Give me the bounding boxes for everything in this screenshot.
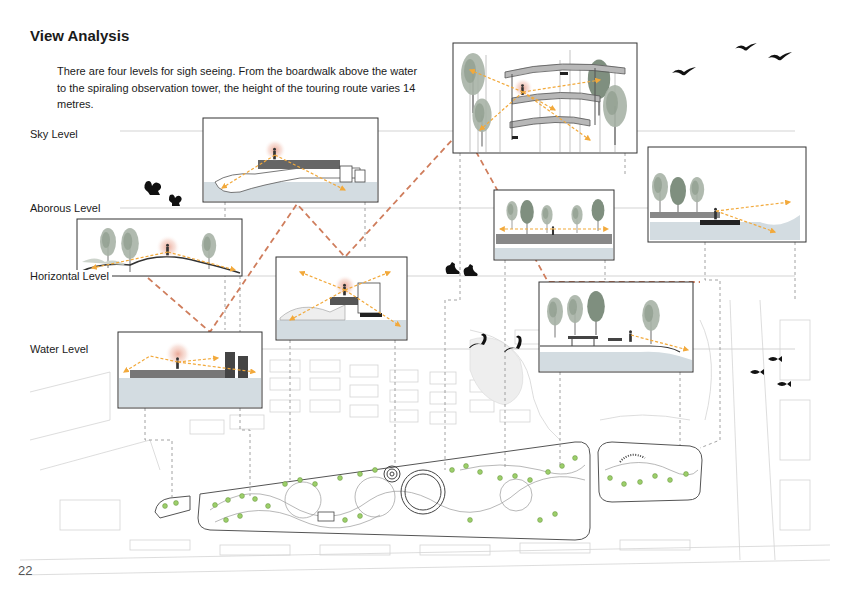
level-label: Water Level: [30, 343, 91, 356]
page-number: 22: [18, 563, 32, 578]
level-label: Horizontal Level: [30, 270, 112, 283]
intro-note: There are four levels for sigh seeing. F…: [57, 63, 429, 113]
level-label: Sky Level: [30, 128, 81, 141]
diagram-title: View Analysis: [30, 27, 129, 45]
level-label: Aborous Level: [30, 202, 103, 215]
